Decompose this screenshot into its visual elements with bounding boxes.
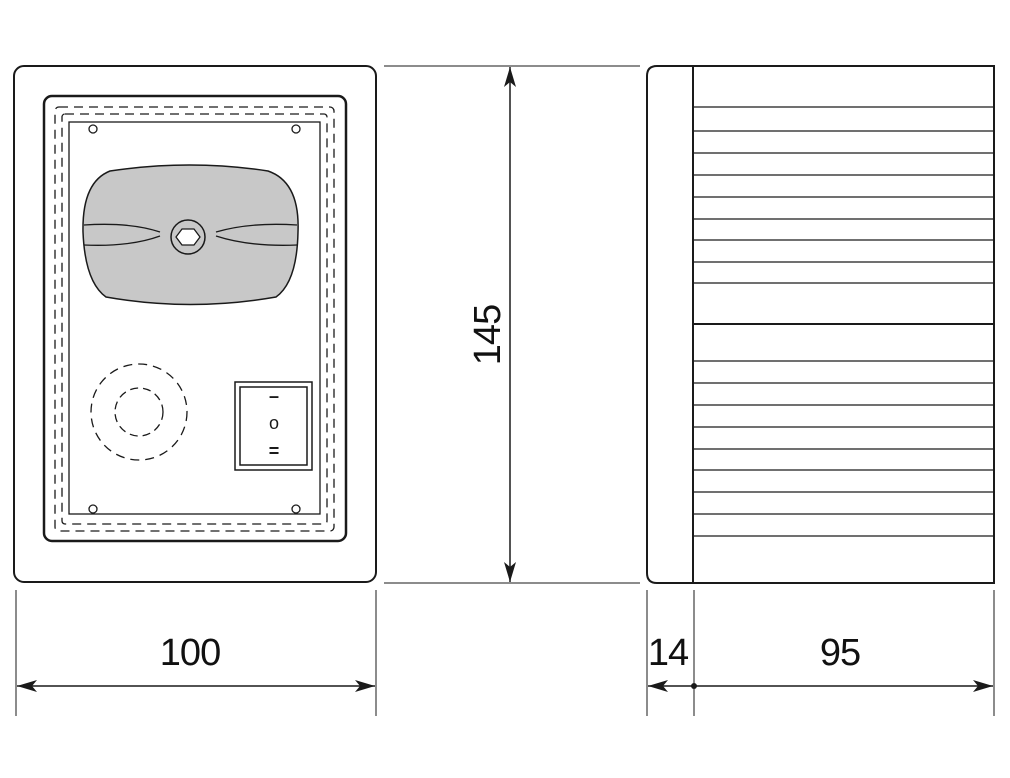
rocker-switch-button <box>239 386 308 466</box>
dimension-lines <box>15 65 995 716</box>
buzzer-outline-inner <box>114 387 164 437</box>
side-ribs <box>694 106 994 537</box>
side-housing-outline <box>646 65 995 584</box>
front-inner-panel <box>42 94 348 543</box>
screw-hole-bottom-left <box>88 504 98 514</box>
dimension-junction-dot <box>691 683 697 689</box>
dimension-label-side-front: 14 <box>648 632 689 674</box>
gasket-outline-inner <box>61 113 328 525</box>
switch-mark-top: – <box>269 386 279 406</box>
front-outer-housing <box>13 65 377 583</box>
knob-hex-bolt-icon <box>175 228 201 246</box>
mounting-plate <box>68 121 321 515</box>
knob-groove-lower <box>83 235 161 246</box>
switch-mark-middle: o <box>269 413 279 433</box>
switch-mark-bottom: = <box>269 441 280 461</box>
knob-groove-lower-right <box>215 235 298 246</box>
dimension-label-width: 100 <box>160 632 220 674</box>
screw-hole-top-right <box>291 124 301 134</box>
front-view <box>13 65 377 583</box>
screw-hole-bottom-right <box>291 504 301 514</box>
dimension-label-side-body: 95 <box>820 632 860 674</box>
side-view <box>646 65 995 584</box>
knob-groove-upper-right <box>215 223 298 233</box>
gasket-outline-outer <box>54 106 335 532</box>
rocker-switch-frame <box>234 381 313 471</box>
dimension-label-height: 145 <box>467 305 509 365</box>
screw-hole-top-left <box>88 124 98 134</box>
buzzer-outline-outer <box>90 363 188 461</box>
knob-groove-upper <box>83 223 161 233</box>
